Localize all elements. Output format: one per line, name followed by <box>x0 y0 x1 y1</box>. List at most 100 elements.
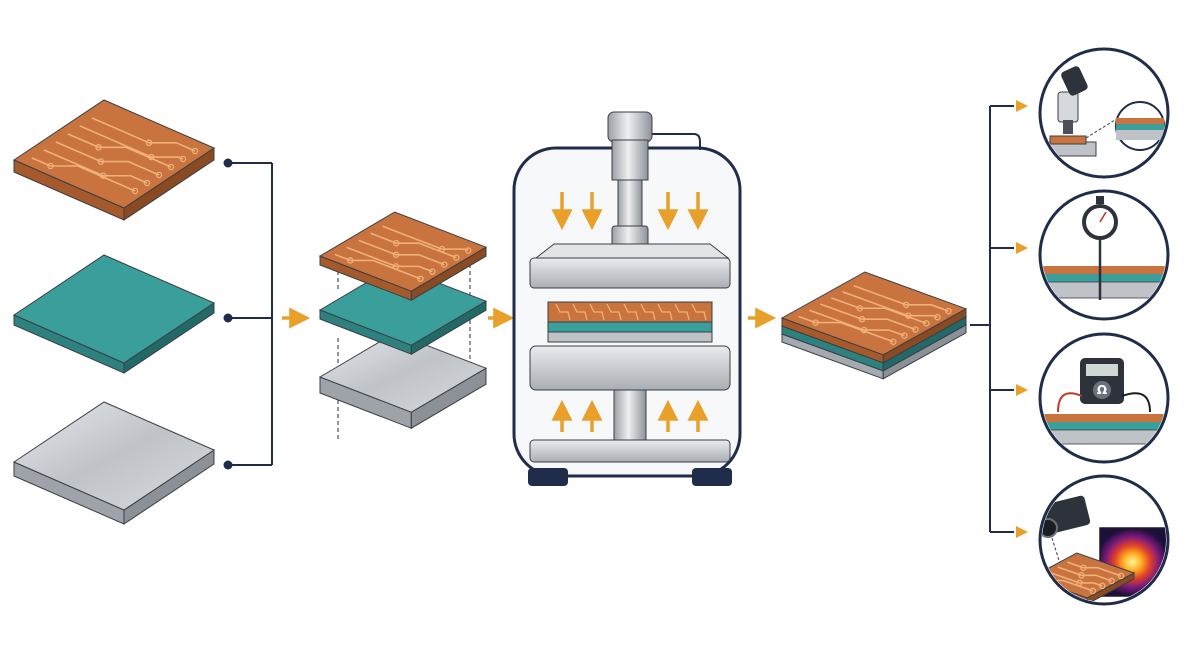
microscope-body <box>1057 91 1079 123</box>
cylinder-body <box>611 139 649 181</box>
copper-circuit-layer-pad <box>97 158 105 165</box>
copper-circuit-layer-trace <box>43 149 148 184</box>
copper-circuit-layer-pad <box>143 179 151 187</box>
copper-circuit-layer-trace <box>55 141 160 176</box>
stacked-copper-pad <box>392 239 400 247</box>
zoom-copper <box>1116 118 1164 124</box>
laminated-copper-pad <box>905 312 912 319</box>
meter-sample-metal <box>1042 429 1166 445</box>
inspection-arrow <box>1016 526 1028 538</box>
laminated-copper-trace <box>809 309 905 337</box>
laminated-copper-pad <box>856 304 864 312</box>
stacked-copper-pad <box>453 254 460 261</box>
thermal-sample-trace <box>1048 571 1103 587</box>
copper-circuit-layer-trace <box>31 157 136 192</box>
pressed-copper-trace <box>572 303 588 321</box>
thickness-gauge-test <box>1042 196 1166 300</box>
stacked-layers <box>318 211 488 440</box>
microscope-sample <box>1049 135 1087 145</box>
laminated-copper-trace <box>798 315 894 343</box>
copper-circuit-layer-pad <box>47 162 54 170</box>
laminated-copper-pad <box>890 338 897 345</box>
thermal-sample-pad <box>1099 582 1106 590</box>
stacked-copper-top <box>318 211 488 292</box>
stacked-copper-trace <box>346 246 433 273</box>
inspection: Ω <box>970 47 1170 606</box>
pressed-metal-base <box>547 331 713 343</box>
inspection-arrow <box>1016 100 1028 112</box>
stacked-copper-pad <box>438 245 446 253</box>
multimeter-screen <box>1086 364 1118 376</box>
zoom-dielectric <box>1116 124 1164 130</box>
pressed-copper-trace <box>657 303 673 321</box>
laminated-copper-pad <box>912 326 919 333</box>
laminated-copper-trace <box>820 303 916 331</box>
ram-rod <box>617 179 643 229</box>
laminated-copper-pad <box>812 319 819 326</box>
lower-platen <box>529 345 731 391</box>
input-connector <box>223 158 273 470</box>
pressed-copper-trace <box>691 303 707 321</box>
stacked-copper-pad <box>392 263 400 270</box>
copper-circuit-layer-pad <box>155 171 163 179</box>
pressed-copper-trace <box>589 303 605 321</box>
gauge-sample-metal <box>1042 281 1166 299</box>
copper-circuit-layer-pad <box>145 139 153 147</box>
pressed-copper-trace <box>640 303 656 321</box>
microscope-inspection <box>1042 66 1165 157</box>
copper-circuit-layer-pad <box>99 172 107 180</box>
thermal-sample-trace <box>1067 561 1122 577</box>
dielectric-layer-top <box>12 254 216 364</box>
laminated-copper-top <box>780 271 968 356</box>
thermal-sample-pad <box>1089 587 1097 595</box>
stacked-copper-pad <box>417 275 424 282</box>
microscope-eyepiece <box>1061 66 1088 96</box>
press-foot <box>692 468 732 486</box>
pressed-copper-trace <box>623 303 639 321</box>
copper-circuit-layer-pad <box>95 144 102 151</box>
laminated-copper-pad <box>945 307 952 315</box>
press-base-plate <box>529 439 731 463</box>
stacked-copper-pad <box>464 247 472 254</box>
ohm-symbol: Ω <box>1097 383 1107 397</box>
copper-circuit-layer-trace <box>91 117 196 152</box>
stacked-metal-base-top <box>318 332 488 413</box>
hydraulic-press <box>512 111 742 486</box>
gauge-sample-copper <box>1042 266 1166 274</box>
copper-circuit-layer-pad <box>131 187 139 195</box>
inspection-arrow <box>1016 242 1028 254</box>
meter-sample-dielectric <box>1042 422 1166 430</box>
pressed-copper-trace <box>674 303 690 321</box>
metal-base-layer-top <box>12 401 216 511</box>
lower-column <box>613 389 647 449</box>
pressed-dielectric <box>547 321 713 333</box>
copper-circuit-layer-top <box>12 99 216 209</box>
upper-platen <box>529 257 731 289</box>
thermal-sample-pad <box>1045 577 1053 584</box>
laminated-copper-pad <box>923 320 930 327</box>
gauge-cap <box>1096 196 1104 204</box>
laminated-copper-pad <box>860 326 868 334</box>
pressed-copper-trace <box>606 303 622 321</box>
pressed-copper-trace <box>555 303 571 321</box>
laminated-copper-pad <box>934 313 941 321</box>
stacked-copper-trace <box>370 232 457 259</box>
thermal-sample-pad <box>1117 572 1125 580</box>
copper-circuit-layer-pad <box>167 163 175 171</box>
stacked-copper-pad <box>429 268 436 275</box>
thermal-sample-pad <box>1076 579 1083 587</box>
gauge-needle <box>1099 211 1107 223</box>
zoom-metal <box>1116 130 1164 140</box>
copper-circuit-layer-pad <box>191 147 199 155</box>
cylinder-cap <box>607 111 653 143</box>
laminated-copper-trace <box>853 284 949 312</box>
copper-circuit-layer-pad <box>179 155 187 163</box>
meter-sample-copper <box>1042 414 1166 422</box>
microscope-objective <box>1063 120 1073 134</box>
input-layers <box>12 99 216 525</box>
thermal-sample-trace <box>1057 566 1112 582</box>
thermal-sample-pad <box>1080 564 1087 571</box>
laminated-copper-pad <box>901 332 908 339</box>
